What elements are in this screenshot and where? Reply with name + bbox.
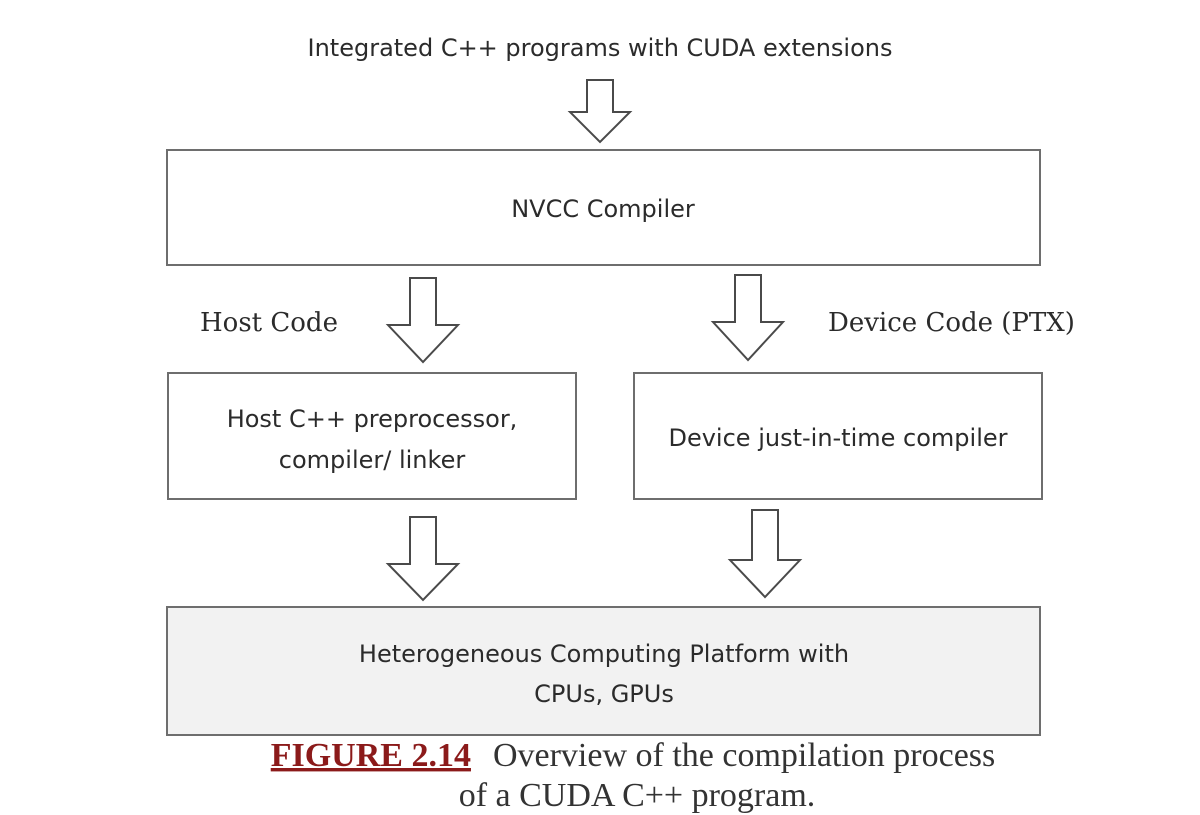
device-jit-compiler-box <box>633 372 1043 500</box>
heterogeneous-platform-label-line2: CPUs, GPUs <box>534 680 674 708</box>
device-jit-compiler-label: Device just-in-time compiler <box>668 424 1007 452</box>
host-compiler-label-line1: Host C++ preprocessor, <box>227 405 518 433</box>
host-compiler-label-line2: compiler/ linker <box>279 446 466 474</box>
arrow-host-to-platform-icon <box>385 516 461 602</box>
arrow-compiler-to-host-icon <box>385 277 461 364</box>
figure-label[interactable]: FIGURE 2.14 <box>271 737 471 774</box>
nvcc-compiler-box <box>166 149 1041 266</box>
host-code-label: Host Code <box>200 308 338 338</box>
caption-text-line1: Overview of the compilation process <box>493 737 995 774</box>
nvcc-compiler-label: NVCC Compiler <box>511 195 695 223</box>
input-label: Integrated C++ programs with CUDA extens… <box>308 34 893 62</box>
arrow-device-to-platform-icon <box>727 509 803 599</box>
arrow-input-to-compiler-icon <box>567 79 633 144</box>
heterogeneous-platform-label-line1: Heterogeneous Computing Platform with <box>359 640 849 668</box>
heterogeneous-platform-box <box>166 606 1041 736</box>
device-code-label: Device Code (PTX) <box>828 308 1075 338</box>
host-compiler-box <box>167 372 577 500</box>
figure-caption-line2: of a CUDA C++ program. <box>459 777 816 814</box>
figure-caption-line1: FIGURE 2.14 Overview of the compilation p… <box>271 737 996 774</box>
arrow-compiler-to-device-icon <box>710 274 786 362</box>
